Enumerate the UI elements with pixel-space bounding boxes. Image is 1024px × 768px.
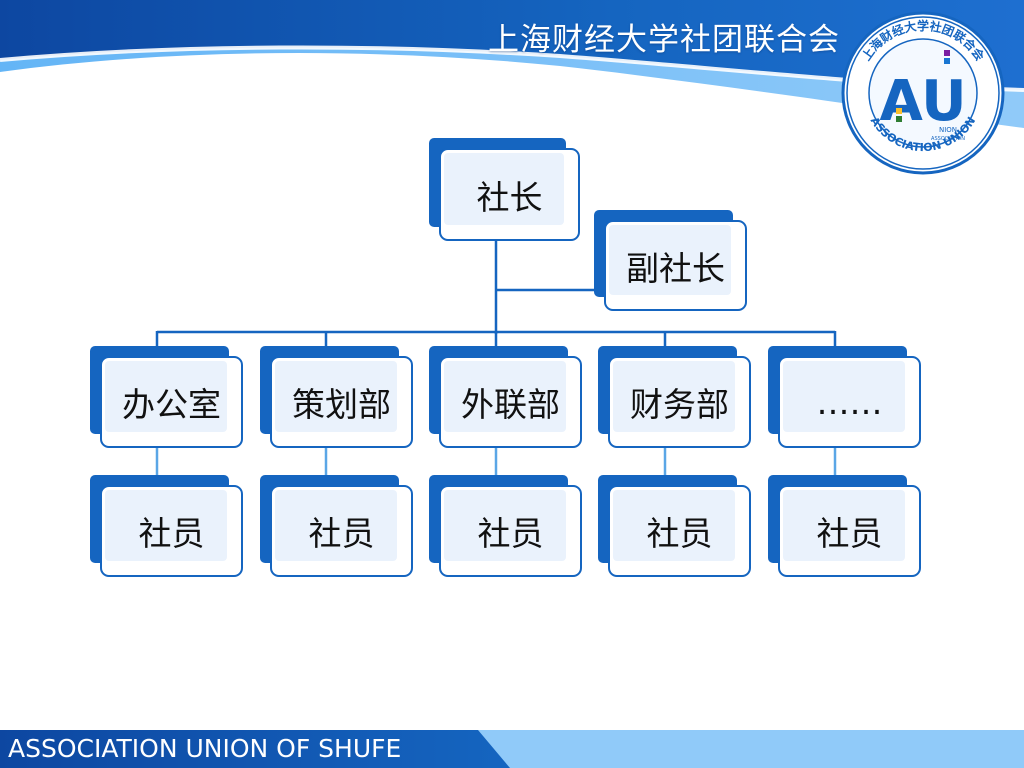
node-label: 社员 xyxy=(646,514,713,553)
node-label: 社员 xyxy=(477,514,544,553)
logo-letters: AU xyxy=(879,69,966,134)
node-label: 社员 xyxy=(816,514,883,553)
node-label: 社员 xyxy=(138,514,205,553)
banner-title: 上海财经大学社团联合会 xyxy=(488,22,840,58)
logo-small-text-1: NION xyxy=(939,126,957,134)
footer-text: ASSOCIATION UNION OF SHUFE xyxy=(8,734,402,763)
node-department-2: 策划部 xyxy=(260,346,413,448)
node-label: 策划部 xyxy=(292,385,391,424)
node-label: 外联部 xyxy=(461,385,560,424)
node-department-4: 财务部 xyxy=(598,346,751,448)
node-department-1: 办公室 xyxy=(90,346,243,448)
node-department-3: 外联部 xyxy=(429,346,582,448)
node-label: 社员 xyxy=(308,514,375,553)
association-logo: 上海财经大学社团联合会 ASSOCIATION UNION AU NION AS… xyxy=(841,11,1005,175)
footer-banner xyxy=(0,730,1024,768)
node-vice-president: 副社长 xyxy=(594,210,747,311)
node-member-5: 社员 xyxy=(768,475,921,577)
node-member-1: 社员 xyxy=(90,475,243,577)
node-label: …… xyxy=(816,382,883,422)
node-president: 社长 xyxy=(429,138,580,241)
node-label: 副社长 xyxy=(626,248,725,288)
node-label: 财务部 xyxy=(630,385,729,424)
node-label: 社长 xyxy=(476,177,543,217)
logo-small-text-2: ASSOCIATION xyxy=(931,136,965,142)
node-member-4: 社员 xyxy=(598,475,751,577)
node-member-3: 社员 xyxy=(429,475,582,577)
node-member-2: 社员 xyxy=(260,475,413,577)
node-label: 办公室 xyxy=(122,385,221,424)
node-department-5: …… xyxy=(768,346,921,448)
